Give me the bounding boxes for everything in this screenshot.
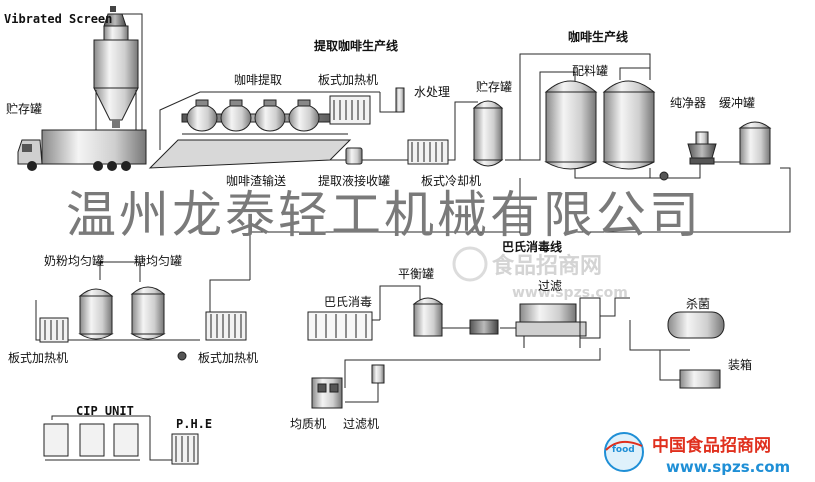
logo-badge-text: food [612, 445, 635, 455]
residue-conveyor [148, 139, 352, 169]
label-packing: 装箱 [728, 358, 753, 372]
watermark-badge-icon [452, 246, 488, 282]
balance-tank [412, 297, 444, 337]
label-buffer-tank: 缓冲罐 [719, 96, 756, 110]
label-filter: 过滤机 [343, 417, 380, 431]
label-coffee-extraction: 咖啡提取 [234, 73, 283, 87]
watermark-company-name: 温州龙泰轻工机械有限公司 [66, 186, 702, 244]
label-pasteurization: 巴氏消毒 [324, 295, 373, 309]
logo-site-name: 中国食品招商网 [652, 436, 771, 456]
label-storage-tank-2: 贮存罐 [476, 80, 513, 94]
filter-unit [371, 364, 385, 384]
pump-icon [659, 171, 669, 181]
label-water-treatment: 水处理 [414, 85, 451, 99]
cip-unit-tanks [43, 423, 139, 457]
plate-heater-top [329, 95, 371, 125]
sugar-mixing-tank [130, 286, 166, 340]
plate-heater-left-unit [39, 317, 69, 343]
pasteurization-unit [307, 311, 373, 341]
label-balance-tank: 平衡罐 [398, 267, 435, 281]
label-filtering: 过滤 [538, 279, 563, 293]
logo-site-url: www.spzs.com [666, 458, 791, 476]
label-vibrated-screen: Vibrated Screen [4, 12, 113, 26]
milk-powder-mixing-tank [78, 288, 114, 340]
batching-tank-1 [544, 80, 598, 170]
pump-icon [177, 351, 187, 361]
label-sterilization: 杀菌 [686, 297, 711, 311]
phe-unit [171, 433, 199, 465]
truck-icon [17, 129, 147, 171]
label-storage-tank-1: 贮存罐 [6, 102, 43, 116]
label-milk-powder-mixing-tank: 奶粉均匀罐 [44, 254, 105, 268]
label-residue-conveying: 咖啡渣输送 [226, 174, 287, 188]
label-pasteurization-line: 巴氏消毒线 [502, 240, 563, 254]
watermark-site-name: 食品招商网 [492, 254, 603, 279]
homogenizer-unit [311, 377, 343, 409]
label-batching-tank: 配料罐 [572, 64, 609, 78]
food-logo-icon [604, 432, 644, 472]
batching-tank-2 [602, 80, 656, 170]
plate-heater-right-unit [205, 311, 247, 341]
label-cip-unit: CIP UNIT [76, 404, 134, 418]
vibrated-screen-silo [93, 6, 139, 160]
label-purifier: 纯净器 [670, 96, 707, 110]
label-plate-cooler: 板式冷却机 [421, 174, 482, 188]
label-plate-heating-tank: 板式加热机 [318, 73, 379, 87]
packing-unit [679, 369, 721, 389]
label-coffee-extraction-line: 提取咖啡生产线 [314, 39, 399, 53]
filtering-unit [469, 297, 601, 348]
extract-receiving-tank [345, 147, 363, 165]
water-treatment-unit [395, 87, 405, 113]
purifier-unit [687, 131, 717, 165]
storage-tank-middle [472, 100, 504, 167]
label-homogenizer: 均质机 [290, 417, 327, 431]
label-sugar-mixing-tank: 糖均匀罐 [134, 254, 183, 268]
watermark-site-url: www.spzs.com [512, 285, 628, 301]
sterilizer-unit [667, 311, 725, 339]
label-phe: P.H.E [176, 417, 213, 431]
label-plate-heater-right: 板式加热机 [198, 351, 259, 365]
label-plate-heater-left: 板式加热机 [8, 351, 69, 365]
label-coffee-production-line: 咖啡生产线 [568, 30, 629, 44]
buffer-tank [738, 121, 772, 165]
extraction-vessels [181, 99, 349, 135]
label-extract-receiving-tank: 提取液接收罐 [318, 174, 391, 188]
plate-cooler [407, 139, 449, 165]
